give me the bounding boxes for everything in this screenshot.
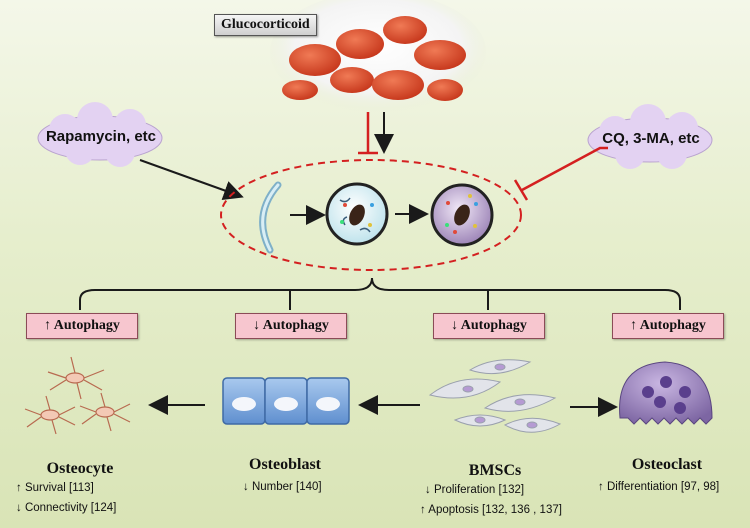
autophagy-box-osteoclast: ↑ Autophagy [612,313,724,339]
autophagy-box-osteoblast: ↓ Autophagy [235,313,347,339]
osteocyte-title: Osteocyte [46,460,114,477]
osteoclast-title: Osteoclast [631,456,703,473]
osteoblast-icon [222,377,350,425]
osteoclast-icon [619,361,713,425]
autophagy-box-osteocyte: ↑ Autophagy [26,313,138,339]
cq-3ma-cloud [587,104,713,169]
rapamycin-label: Rapamycin, etc [45,128,157,145]
glucocorticoid-label: Glucocorticoid [214,14,317,36]
bmscs-note-apoptosis: ↑ Apoptosis [132, 136 , 137] [420,504,562,516]
osteocyte-note-survival: ↑ Survival [113] [16,482,94,494]
autolysosome-icon [430,183,494,247]
osteoblast-note-number: ↓ Number [140] [243,481,322,493]
autophagy-box-bmscs: ↓ Autophagy [433,313,545,339]
rapamycin-cloud [37,102,163,167]
osteocyte-icon [24,356,131,435]
bmscs-title: BMSCs [468,462,522,479]
osteoblast-title: Osteoblast [249,456,321,473]
glucocorticoid-pills-image [270,0,486,112]
cq-inhibit-line [521,146,608,192]
cq-3ma-label: CQ, 3-MA, etc [602,130,700,147]
bmsc-icon [428,359,562,433]
autophagy-process-ellipse [220,159,522,271]
autophagosome-icon [325,182,389,246]
osteoclast-note-differentiation: ↑ Differentiation [97, 98] [598,481,720,493]
cq-inhibit-bar [513,179,529,201]
rapamycin-arrow [139,159,244,200]
bmscs-note-proliferation: ↓ Proliferation [132] [425,484,525,496]
osteocyte-note-connectivity: ↓ Connectivity [124] [16,502,117,514]
branch-brace [79,277,681,310]
